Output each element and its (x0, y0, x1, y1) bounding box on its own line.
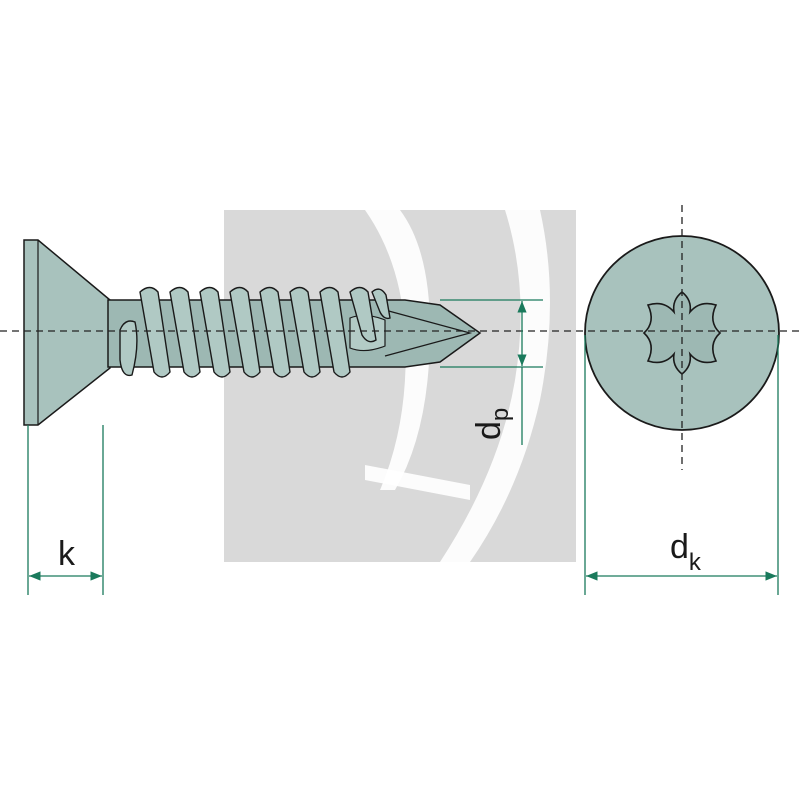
screw-head-top-view (584, 235, 780, 431)
label-dp-main: d (470, 421, 508, 440)
label-dp-sub: p (487, 408, 514, 421)
label-dk-main: d (670, 528, 689, 566)
brand-logo-watermark (224, 210, 576, 562)
label-dp: dp (470, 408, 514, 440)
screw-thread (119, 286, 391, 378)
label-dk: dk (670, 528, 702, 576)
label-dk-sub: k (689, 549, 702, 576)
svg-text:dp: dp (470, 408, 514, 440)
label-k: k (58, 535, 76, 573)
screw-side-view (23, 239, 482, 426)
dimension-lines (27, 299, 779, 595)
center-lines (0, 205, 800, 470)
screw-head-countersunk (23, 239, 111, 426)
